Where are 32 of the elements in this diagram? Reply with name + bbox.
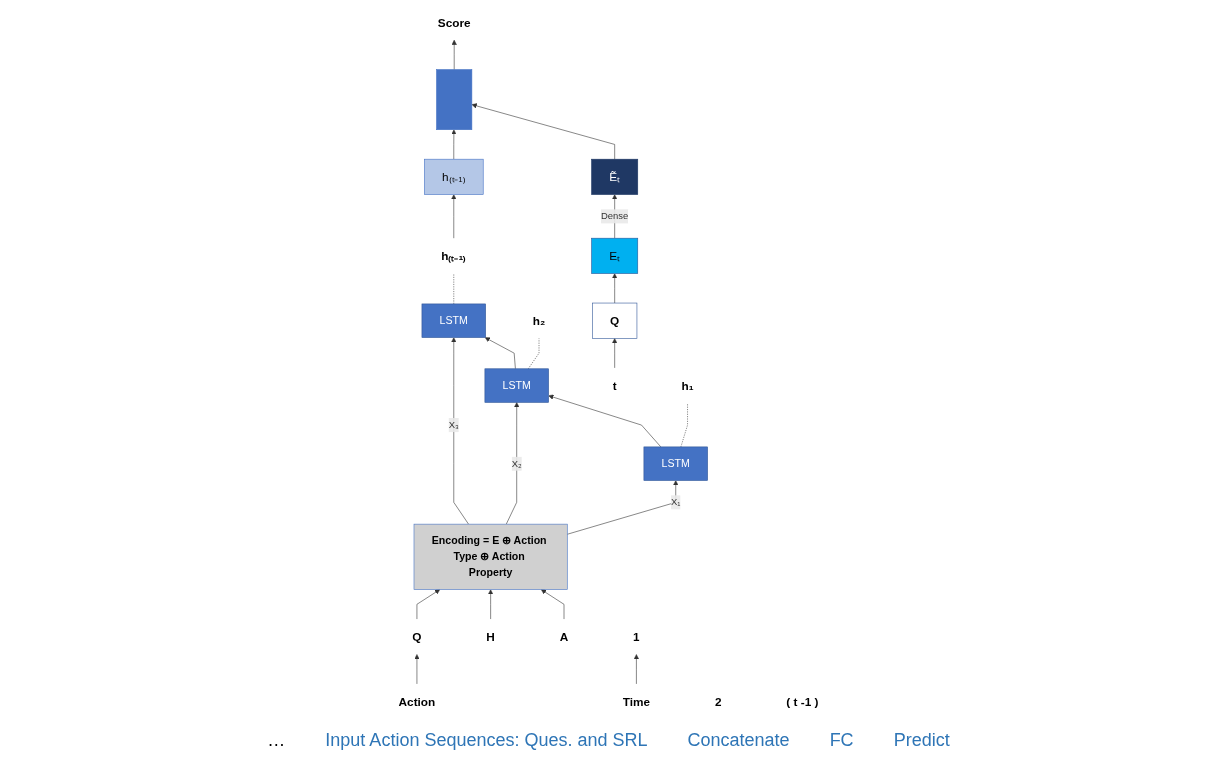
node-text: t: [612, 379, 617, 393]
node-text: A: [559, 630, 569, 644]
node-box: LSTM: [643, 446, 708, 481]
node-text: h₁: [681, 379, 694, 393]
node-text: 2: [714, 695, 722, 709]
node-box: LSTM: [421, 303, 486, 338]
node-text: ( t -1 ): [786, 695, 819, 709]
caption-text: Concatenate: [687, 730, 790, 751]
caption-text: FC: [829, 730, 854, 751]
edge-label: X₃: [448, 419, 459, 430]
node-text: Q: [412, 630, 422, 644]
node-box: Encoding = E ⊕ Action Type ⊕ Action Property: [413, 523, 568, 590]
node-box: LSTM: [484, 368, 549, 403]
node-box: Eₜ: [591, 237, 639, 274]
node-text: h₍ₜ₋₁₎: [441, 249, 467, 263]
node-box: h₍ₜ₋₁₎: [424, 158, 484, 195]
caption-text: Input Action Sequences: Ques. and SRL: [325, 730, 648, 751]
node-box: Q: [592, 302, 638, 339]
caption-text: Predict: [893, 730, 950, 751]
node-text: Action: [398, 695, 436, 709]
node-bar: [436, 69, 473, 130]
node-text: Time: [622, 695, 651, 709]
node-text: 1: [633, 630, 640, 644]
node-text: Score: [437, 15, 471, 29]
node-box: Ẽₜ: [591, 158, 639, 195]
connector: [680, 402, 688, 448]
ellipsis-text: …: [267, 730, 286, 751]
edge-label: X₂: [511, 458, 522, 469]
edge-label: Dense: [601, 211, 629, 222]
node-text: h₂: [532, 314, 546, 328]
edge-label: X₁: [671, 497, 681, 508]
node-text: H: [486, 630, 495, 644]
